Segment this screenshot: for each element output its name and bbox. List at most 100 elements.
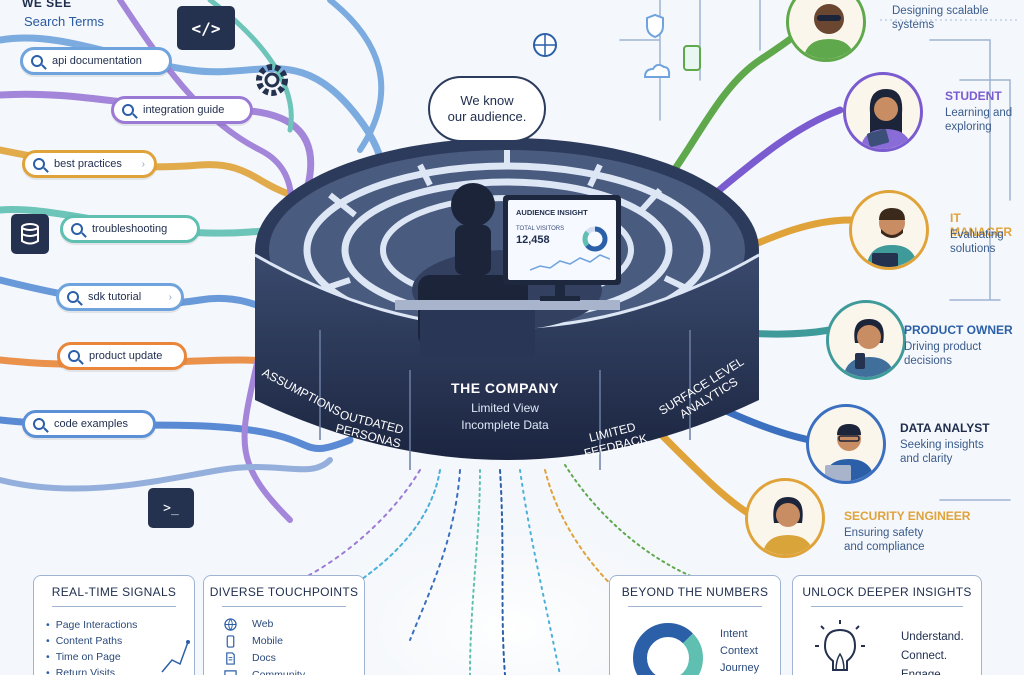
persona-avatar-student[interactable] — [843, 72, 923, 152]
search-term-label: troubleshooting — [92, 223, 168, 235]
list-item: Mobile — [224, 633, 305, 650]
persona-desc-it-manager: Evaluating solutions — [950, 228, 1004, 256]
card-divider — [811, 606, 963, 607]
persona-desc-line: decisions — [904, 355, 952, 367]
signals-list: Page Interactions Content Paths Time on … — [46, 617, 138, 675]
persona-desc-line: exploring — [945, 121, 992, 133]
mobile-icon — [226, 635, 235, 648]
chevron-right-icon: › — [168, 291, 172, 303]
persona-desc-line: Driving product — [904, 341, 982, 353]
mobile-small-icon — [683, 45, 701, 71]
search-icon — [33, 418, 45, 430]
touchpoint-label: Mobile — [252, 635, 283, 647]
card-divider — [222, 606, 346, 607]
list-item: Journey — [720, 662, 760, 674]
persona-desc-product-owner: Driving product decisions — [904, 340, 981, 368]
search-term-label: api documentation — [52, 55, 142, 67]
search-icon — [71, 223, 83, 235]
card-title: DIVERSE TOUCHPOINTS — [209, 585, 359, 599]
monitor-label: TOTAL VISITORS — [516, 226, 565, 232]
line-chart-icon — [530, 254, 610, 271]
search-term-api-documentation[interactable]: api documentation — [20, 47, 172, 75]
card-diverse-touchpoints: DIVERSE TOUCHPOINTS Web Mobile Docs Comm… — [203, 575, 365, 675]
persona-desc-line: Seeking insights — [900, 439, 984, 451]
touchpoint-label: Community — [252, 669, 306, 675]
database-icon — [11, 214, 49, 254]
search-term-label: integration guide — [143, 104, 225, 116]
persona-desc-security-engineer: Ensuring safety and compliance — [844, 526, 925, 554]
persona-desc-line: Designing scalable — [892, 5, 989, 17]
list-item: Context — [720, 645, 758, 657]
persona-desc-line: systems — [892, 19, 935, 31]
list-item: Web — [224, 616, 305, 633]
donut-chart — [633, 623, 703, 675]
search-term-sdk-tutorial[interactable]: sdk tutorial › — [56, 283, 184, 311]
search-term-label: best practices — [54, 158, 122, 170]
monitor-screen: AUDIENCE INSIGHT TOTAL VISITORS 12,458 — [508, 200, 616, 280]
persona-avatar-architect[interactable] — [786, 0, 866, 62]
touchpoints-list: Web Mobile Docs Community — [224, 616, 305, 675]
company-title: THE COMPANY — [451, 380, 559, 396]
monitor-title: AUDIENCE INSIGHT — [516, 208, 588, 217]
card-divider — [52, 606, 176, 607]
globe-small-icon — [533, 33, 557, 57]
search-term-integration-guide[interactable]: integration guide — [111, 96, 253, 124]
touchpoint-label: Web — [252, 618, 274, 630]
persona-desc-data-analyst: Seeking insights and clarity — [900, 438, 984, 466]
shield-small-icon — [646, 13, 664, 39]
list-item: Content Paths — [46, 633, 137, 649]
persona-role-student: STUDENT — [945, 89, 1002, 103]
persona-desc-line: and clarity — [900, 453, 953, 465]
persona-desc-line: Learning and — [945, 107, 1013, 119]
card-real-time-signals: REAL-TIME SIGNALS Page Interactions Cont… — [33, 575, 195, 675]
persona-desc-architect: Designing scalable systems — [892, 4, 989, 32]
touchpoint-label: Docs — [252, 652, 276, 664]
persona-desc-student: Learning and exploring — [945, 106, 1012, 134]
persona-desc-line: Ensuring safety — [844, 527, 924, 539]
globe-icon — [224, 618, 237, 631]
company-subtitle-1: Limited View — [471, 401, 539, 415]
search-icon — [33, 158, 45, 170]
search-term-code-examples[interactable]: code examples — [22, 410, 156, 438]
company-subtitle-2: Incomplete Data — [461, 418, 549, 432]
search-icon — [67, 291, 79, 303]
card-title: REAL-TIME SIGNALS — [51, 585, 177, 599]
persona-avatar-product-owner[interactable] — [826, 300, 906, 380]
persona-desc-line: solutions — [950, 243, 996, 255]
trend-up-icon — [161, 640, 190, 673]
list-item: Connect. — [901, 650, 948, 662]
persona-avatar-data-analyst[interactable] — [806, 404, 886, 484]
we-see-heading: WE SEE — [22, 0, 72, 10]
search-icon — [122, 104, 134, 116]
search-term-label: code examples — [54, 418, 128, 430]
list-item: Engage. — [901, 669, 944, 675]
search-term-product-update[interactable]: product update — [57, 342, 187, 370]
card-beyond-the-numbers: BEYOND THE NUMBERS Intent Context Journe… — [609, 575, 781, 675]
search-term-best-practices[interactable]: best practices › — [22, 150, 157, 178]
persona-avatar-it-manager[interactable] — [849, 190, 929, 270]
terminal-icon: >_ — [148, 488, 194, 528]
bubble-line-2: our audience. — [447, 109, 527, 124]
persona-role-data-analyst: DATA ANALYST — [900, 421, 990, 435]
search-icon — [68, 350, 80, 362]
search-term-troubleshooting[interactable]: troubleshooting — [60, 215, 200, 243]
card-title: BEYOND THE NUMBERS — [621, 585, 769, 599]
chat-icon — [224, 670, 237, 675]
persona-role-it-manager: IT MANAGER — [950, 211, 1012, 239]
cloud-small-icon — [643, 63, 671, 78]
persona-role-product-owner: PRODUCT OWNER — [904, 323, 1013, 337]
list-item: Docs — [224, 650, 305, 667]
donut-chart-icon — [582, 226, 608, 252]
search-icon — [31, 55, 43, 67]
person-at-desk — [395, 183, 620, 358]
document-icon — [226, 652, 235, 665]
search-terms-title: Search Terms — [24, 14, 104, 29]
search-term-label: sdk tutorial — [88, 291, 142, 303]
insights-list: Understand. Connect. Engage. — [901, 628, 964, 675]
card-title: UNLOCK DEEPER INSIGHTS — [802, 585, 972, 599]
gear-icon-art — [256, 64, 288, 96]
list-item: Page Interactions — [46, 617, 138, 633]
bubble-line-1: We know — [460, 93, 514, 108]
list-item: Time on Page — [46, 649, 137, 665]
persona-avatar-security-engineer[interactable] — [745, 478, 825, 558]
